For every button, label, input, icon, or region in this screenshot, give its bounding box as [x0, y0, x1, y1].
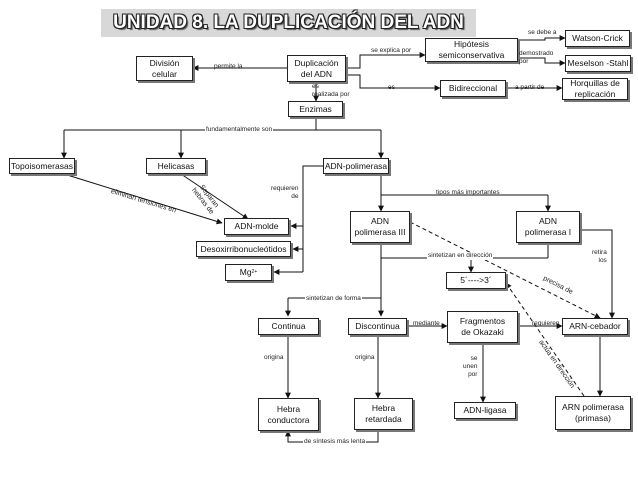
discontinua-node: Discontinua: [348, 318, 407, 335]
label-requieren-de: requieren de: [271, 185, 299, 200]
label-es-realizada-por: es realizada por: [312, 83, 350, 98]
desoxirribonucleotidos-node: Desoxirribonucleótidos: [196, 241, 291, 257]
hebra-conductora-node: Hebra conductora: [258, 398, 319, 431]
primasa-node: ARN polimerasa (primasa): [555, 396, 631, 430]
direccion-5-3-node: 5´---->3´: [446, 272, 506, 289]
continua-node: Continua: [258, 318, 319, 335]
mg-charge: 2+: [251, 269, 258, 275]
label-a-partir-de: a partir de: [515, 84, 545, 91]
label-sintetizan-direccion: sintetizan en dirección: [427, 252, 494, 260]
meselson-stahl-node: Meselson -Stahl: [565, 55, 631, 72]
adn-ligasa-node: ADN-ligasa: [454, 402, 516, 419]
okazaki-node: Fragmentos de Okazaki: [447, 311, 518, 343]
division-celular-node: División celular: [136, 56, 193, 81]
label-se-unen-por: se unen por: [463, 355, 478, 378]
polimerasa-iii-node: ADN polimerasa III: [350, 211, 410, 243]
label-permite-la: permite la: [214, 63, 243, 70]
label-requieren: requieren: [532, 320, 560, 327]
label-tipos-mas-importantes: tipos más importantes: [436, 189, 500, 196]
polimerasa-i-node: ADN polimerasa I: [516, 211, 580, 243]
label-se-explica-por: se explica por: [371, 47, 412, 54]
adn-molde-node: ADN-molde: [224, 218, 289, 235]
duplicacion-node: Duplicación del ADN: [287, 55, 346, 82]
enzimas-node: Enzimas: [288, 101, 343, 117]
bidireccional-node: Bidireccional: [440, 80, 506, 97]
label-origina-continua: origina: [264, 354, 284, 361]
hebra-retardada-node: Hebra retardada: [354, 398, 413, 430]
label-demostrado-por: demostrado por: [519, 50, 554, 65]
label-sintetizan-forma: sintetizan de forma: [305, 295, 362, 303]
mg-label: Mg: [239, 267, 252, 277]
horquillas-node: Horquillas de replicación: [562, 78, 628, 100]
watson-crick-node: Watson-Crick: [565, 30, 630, 47]
hipotesis-node: Hipótesis semiconservativa: [425, 38, 518, 62]
label-origina-discontinua: origina: [355, 354, 375, 361]
topoisomerasas-node: Topoisomerasas: [9, 158, 75, 174]
label-fundamentalmente-son: fundamentalmente son: [205, 126, 274, 134]
label-es: es: [388, 84, 395, 91]
label-se-debe-a: se debe a: [528, 29, 557, 36]
arn-cebador-node: ARN-cebador: [562, 318, 628, 335]
helicasas-node: Helicasas: [146, 158, 206, 174]
label-mediante: mediante: [413, 320, 440, 327]
adn-polimerasa-node: ADN-polimerasa: [323, 158, 389, 174]
label-sintesis-mas-lenta: de síntesis más lenta: [303, 438, 367, 446]
page-title: UNIDAD 8. LA DUPLICACIÓN DEL ADN: [101, 9, 476, 37]
label-retira-los: retira los: [592, 249, 607, 264]
